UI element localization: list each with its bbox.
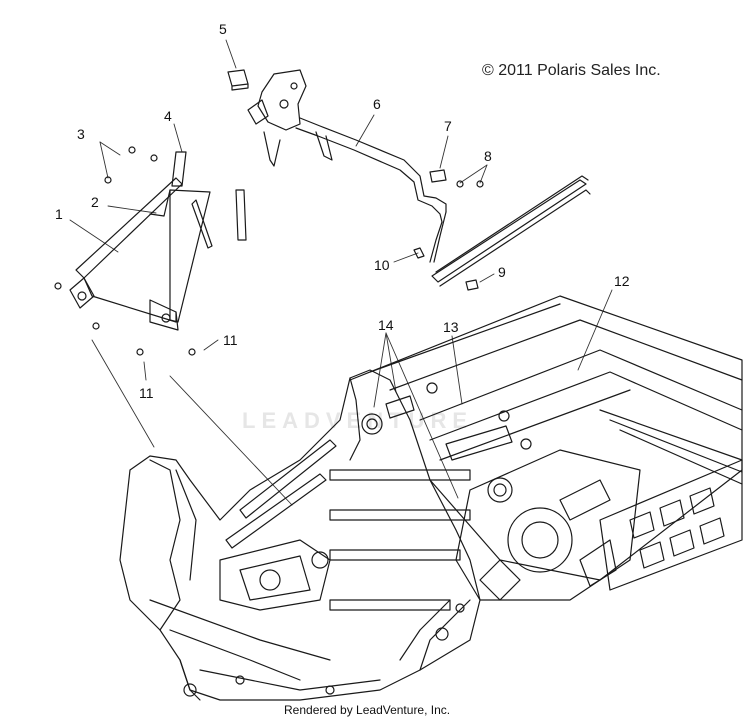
copyright-notice: © 2011 Polaris Sales Inc. xyxy=(482,62,661,79)
rendered-by-footer: Rendered by LeadVenture, Inc. xyxy=(284,703,451,717)
chassis-frame xyxy=(119,369,481,701)
callout-13: 13 xyxy=(443,319,459,335)
callout-11-left: 11 xyxy=(139,385,154,401)
hood-rail-strip xyxy=(431,175,591,287)
callout-7: 7 xyxy=(444,118,452,134)
callout-3: 3 xyxy=(77,126,85,142)
part-13-plate xyxy=(385,395,513,461)
part-3-fasteners xyxy=(54,146,196,356)
callout-12: 12 xyxy=(614,273,630,289)
callout-10: 10 xyxy=(374,257,390,273)
rear-side-plate xyxy=(399,449,641,671)
callout-4: 4 xyxy=(164,108,172,124)
callout-14: 14 xyxy=(378,317,394,333)
hardware-7-8-9-10 xyxy=(413,169,484,291)
watermark: LEADVENTURE xyxy=(242,408,474,433)
callout-6: 6 xyxy=(373,96,381,112)
tunnel xyxy=(349,295,743,591)
part-6-steering-post xyxy=(247,69,447,263)
callout-11-right: 11 xyxy=(223,332,238,348)
callout-1: 1 xyxy=(55,206,63,222)
leader-lines xyxy=(69,39,613,506)
callout-9: 9 xyxy=(498,264,506,280)
part-2-rod xyxy=(149,189,213,249)
callout-2: 2 xyxy=(91,194,99,210)
part-5-block xyxy=(227,69,249,91)
part-4-link xyxy=(171,151,247,241)
callout-5: 5 xyxy=(219,21,227,37)
callout-8: 8 xyxy=(484,148,492,164)
